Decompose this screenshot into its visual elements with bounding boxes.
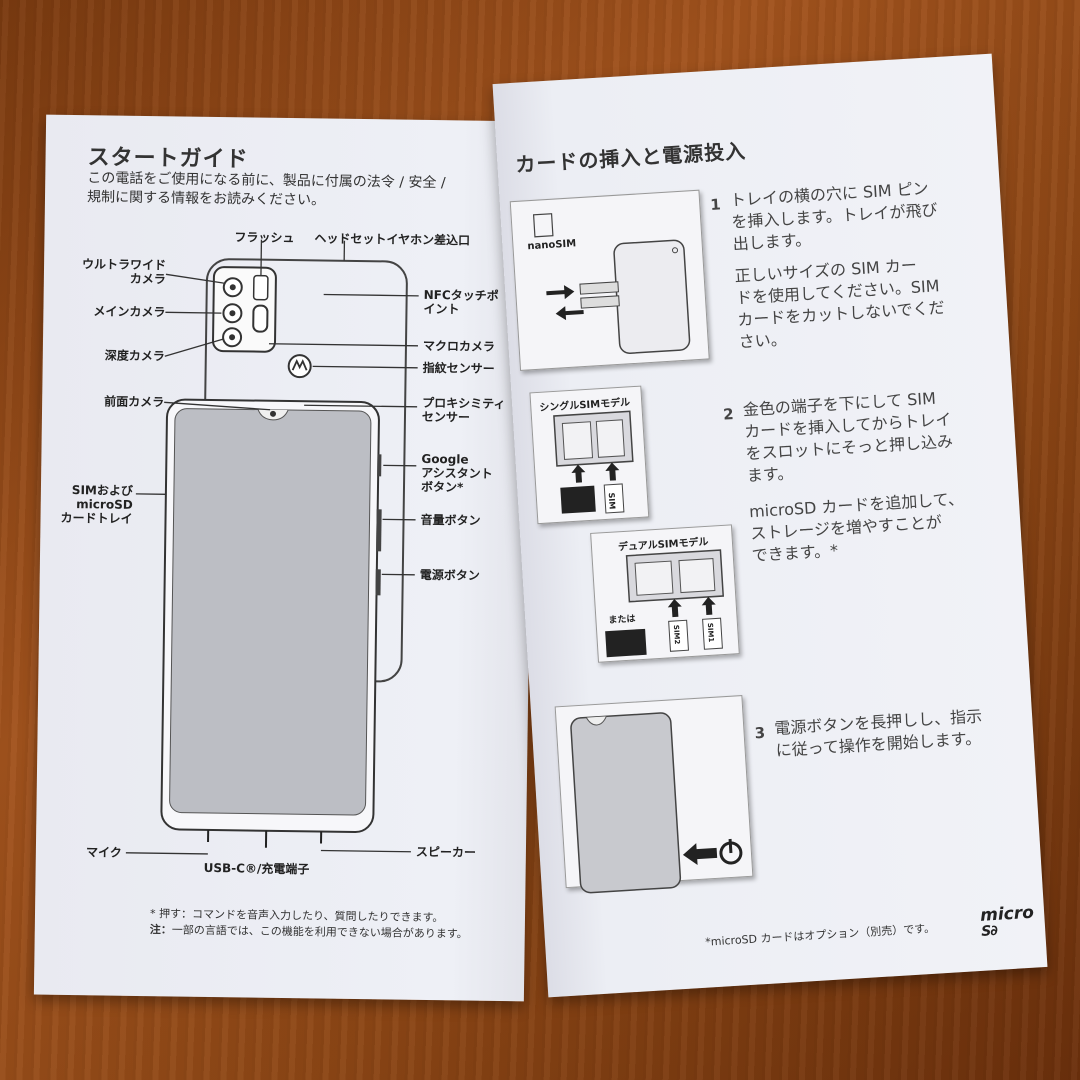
speaker-label: スピーカー bbox=[415, 844, 477, 860]
phone-screen bbox=[169, 408, 372, 816]
step-2-note: microSD カードを追加して、 ストレージを増やすことが できます。* bbox=[748, 489, 965, 566]
front-camera-label: 前面カメラ bbox=[104, 394, 165, 410]
sim-tray-label: SIMおよび microSD カードトレイ bbox=[60, 483, 134, 526]
step-2-text: 金色の端子を下にして SIM カードを挿入してからトレイ をスロットにそっと押し… bbox=[742, 388, 954, 486]
sim1-label: SIM1 bbox=[705, 622, 716, 643]
microsd-footnote: *microSD カードはオプション（別売）です。 bbox=[704, 921, 936, 949]
usb-label: USB-C®/充電端子 bbox=[203, 860, 310, 877]
depth-camera-label: 深度カメラ bbox=[104, 348, 165, 364]
left-page-start-guide: スタートガイド この電話をご使用になる前に、製品に付属の法令 / 安全 / 規制… bbox=[33, 114, 537, 1002]
step-2-number: 2 bbox=[722, 405, 735, 424]
sim-slot-label: SIM bbox=[606, 492, 617, 510]
proximity-label: プロキシミティ センサー bbox=[421, 395, 506, 425]
step-3-text: 電源ボタンを長押しし、指示 に従って操作を開始します。 bbox=[773, 706, 983, 761]
right-page-card-insertion: カードの挿入と電源投入 nanoSIM シングルSIMモデル SIM デュアル bbox=[492, 53, 1048, 998]
fingerprint-label: 指紋センサー bbox=[422, 360, 495, 376]
figure-dual-sim: デュアルSIMモデル または SIM2 SIM1 bbox=[590, 524, 740, 663]
step-1-text: トレイの横の穴に SIM ピン を挿入します。トレイが飛び 出します。 bbox=[729, 178, 939, 254]
figure-sim-eject: nanoSIM bbox=[509, 189, 710, 371]
macro-camera-label: マクロカメラ bbox=[422, 338, 496, 354]
power-label: 電源ボタン bbox=[419, 567, 480, 583]
ultrawide-camera-label: ウルトラワイド カメラ bbox=[81, 257, 167, 287]
google-assistant-button bbox=[377, 454, 382, 477]
microsd-logo: micro S∂ bbox=[979, 902, 1035, 940]
section-title: カードの挿入と電源投入 bbox=[514, 138, 747, 177]
flash-label: フラッシュ bbox=[234, 230, 295, 246]
volume-label: 音量ボタン bbox=[420, 512, 481, 528]
nfc-label: NFCタッチポ イント bbox=[423, 287, 499, 317]
macro-lens bbox=[252, 304, 269, 333]
phone-diagram bbox=[125, 239, 419, 855]
volume-button bbox=[376, 509, 382, 552]
step-1-number: 1 bbox=[709, 195, 722, 215]
step-3-number: 3 bbox=[754, 723, 766, 743]
main-camera-label: メインカメラ bbox=[93, 304, 166, 320]
step-1-note: 正しいサイズの SIM カー ドを使用してください。SIM カードをカットしない… bbox=[734, 255, 946, 352]
flash bbox=[252, 274, 269, 301]
figure-single-sim: シングルSIMモデル SIM bbox=[529, 385, 650, 525]
figure-power-on bbox=[554, 695, 754, 894]
power-button bbox=[375, 569, 381, 596]
google-assistant-label: Google アシスタント ボタン* bbox=[420, 451, 493, 495]
mic-label: マイク bbox=[86, 845, 122, 860]
sim2-label: SIM2 bbox=[671, 624, 682, 645]
headset-jack-label: ヘッドセットイヤホン差込口 bbox=[314, 231, 471, 248]
or-label: または bbox=[608, 614, 636, 627]
